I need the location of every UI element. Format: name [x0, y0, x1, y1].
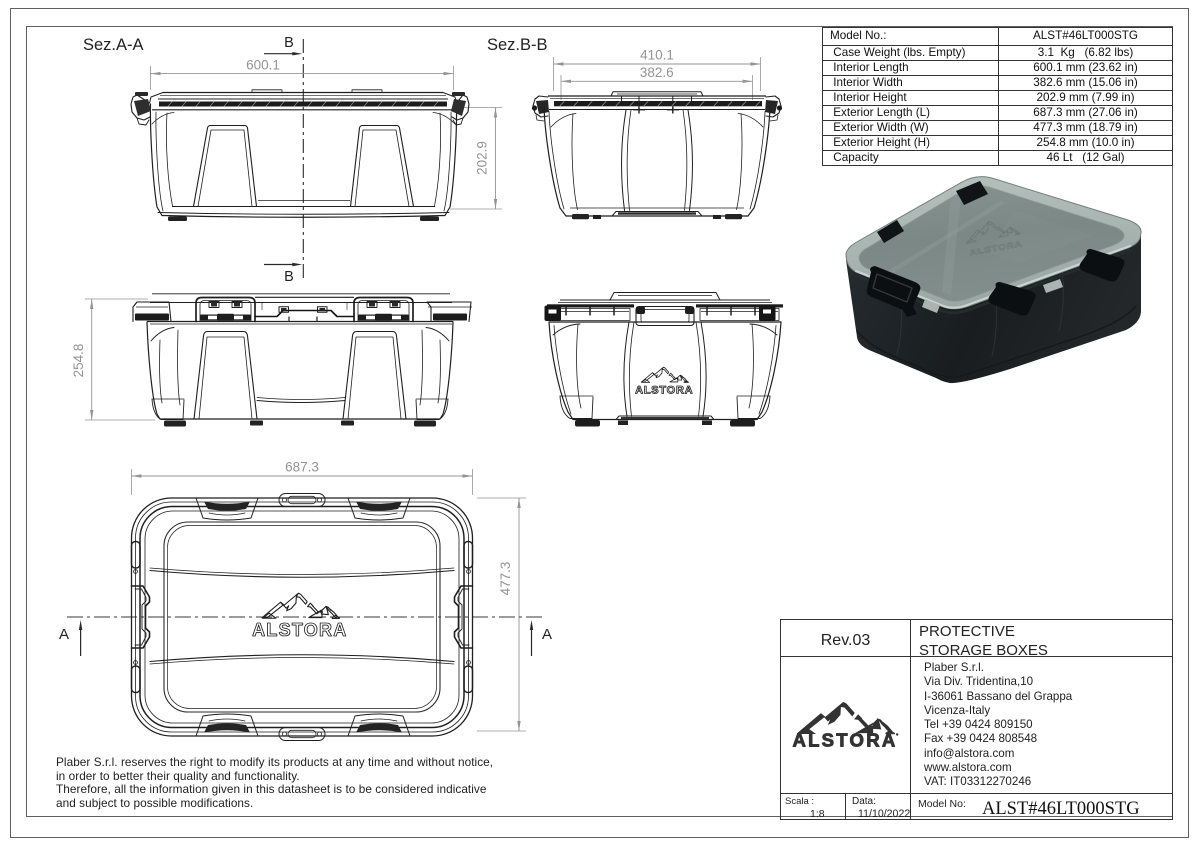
svg-text:B: B — [284, 269, 294, 285]
svg-text:A: A — [542, 626, 552, 643]
svg-text:ALSTORA: ALSTORA — [792, 730, 897, 751]
svg-text:687.3: 687.3 — [285, 460, 319, 475]
svg-text:ALSTORA: ALSTORA — [635, 384, 693, 396]
svg-text:600.1: 600.1 — [246, 58, 280, 73]
svg-text:ALSTORA: ALSTORA — [252, 620, 347, 640]
svg-text:254.8: 254.8 — [71, 344, 86, 378]
svg-text:382.6: 382.6 — [640, 65, 674, 80]
svg-text:B: B — [284, 35, 294, 51]
svg-text:A: A — [59, 626, 69, 643]
svg-text:477.3: 477.3 — [498, 562, 513, 596]
svg-text:410.1: 410.1 — [640, 48, 674, 63]
svg-text:202.9: 202.9 — [475, 141, 490, 175]
